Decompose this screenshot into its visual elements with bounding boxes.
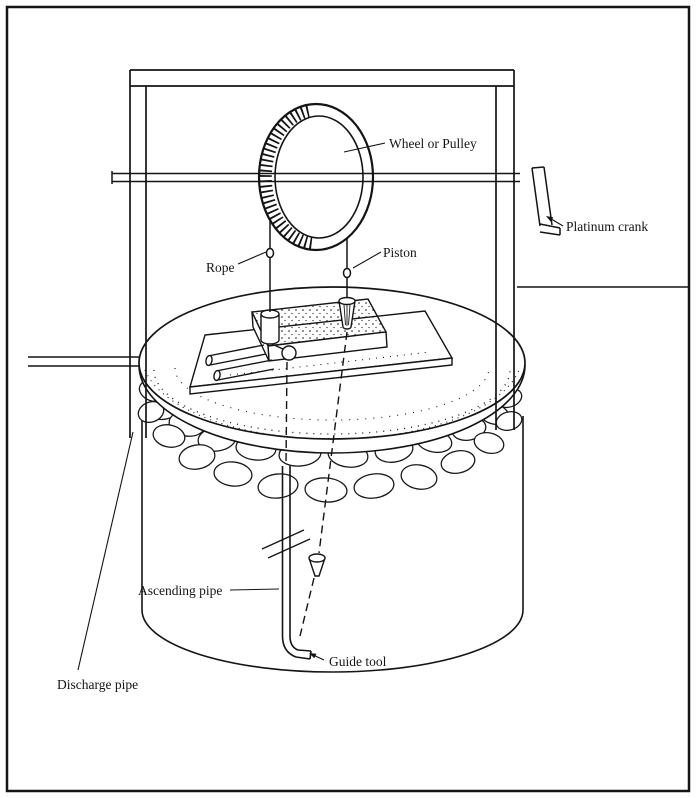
crank-handle-top [539,223,561,229]
wheel-inner-rim [274,115,364,239]
hidden-rope-right-upper [318,331,348,554]
pump-barrel [260,314,280,345]
stone [440,450,476,474]
rope-knot-right [342,267,352,279]
label-discharge-pipe: Discharge pipe [57,677,138,692]
valve-cone [308,553,326,577]
support-frame [129,69,515,438]
stone [257,473,299,499]
well-shaft [141,416,524,673]
crank-arrowhead [546,216,554,222]
leader-discharge-pipe [77,431,134,671]
leader-piston [352,251,382,269]
stone [353,473,395,499]
pump-assembly [189,296,454,395]
pump-ball-joint [281,345,297,361]
crank-arm-top [531,166,545,169]
well-bottom [141,609,524,673]
label-rope: Rope [206,260,235,275]
stone [178,444,216,470]
wheel [257,102,375,252]
crank-arm-right [543,166,553,226]
pipe-union-mark-2 [267,538,311,559]
well-ropes [285,331,348,637]
ropes [265,218,352,312]
pipe-union-mark-1 [261,529,305,550]
ascending-pipe [261,466,312,660]
stone [473,431,505,455]
label-platinum-crank: Platinum crank [566,219,648,234]
guide-tool-arrowhead [309,653,317,659]
hidden-rope-right-lower [299,577,315,637]
labels: Wheel or Pulley Platinum crank Rope Pist… [57,136,648,692]
leader-ascending-pipe [229,588,280,591]
guide-tool-foot [281,635,312,660]
wheel-rope-band [258,104,313,251]
axle [111,171,520,184]
label-piston: Piston [383,245,417,260]
ground-lines [28,286,688,367]
rope-knot-left [265,247,275,259]
discharge-tubes [205,344,275,382]
leader-wheel [343,142,386,153]
crank [531,166,561,236]
crank-arm-left [531,167,541,227]
label-wheel-or-pulley: Wheel or Pulley [389,136,477,151]
stone [152,424,186,448]
crank-handle-bottom [539,231,561,236]
stone [400,464,438,490]
pump-base-plate-edge [189,357,453,395]
leader-rope [237,251,267,265]
piston-cone [338,296,356,330]
label-ascending-pipe: Ascending pipe [138,583,222,598]
hidden-rope-left [285,361,288,465]
label-guide-tool: Guide tool [329,654,387,669]
stone [213,461,253,487]
wheel-outer-rim [257,102,375,252]
